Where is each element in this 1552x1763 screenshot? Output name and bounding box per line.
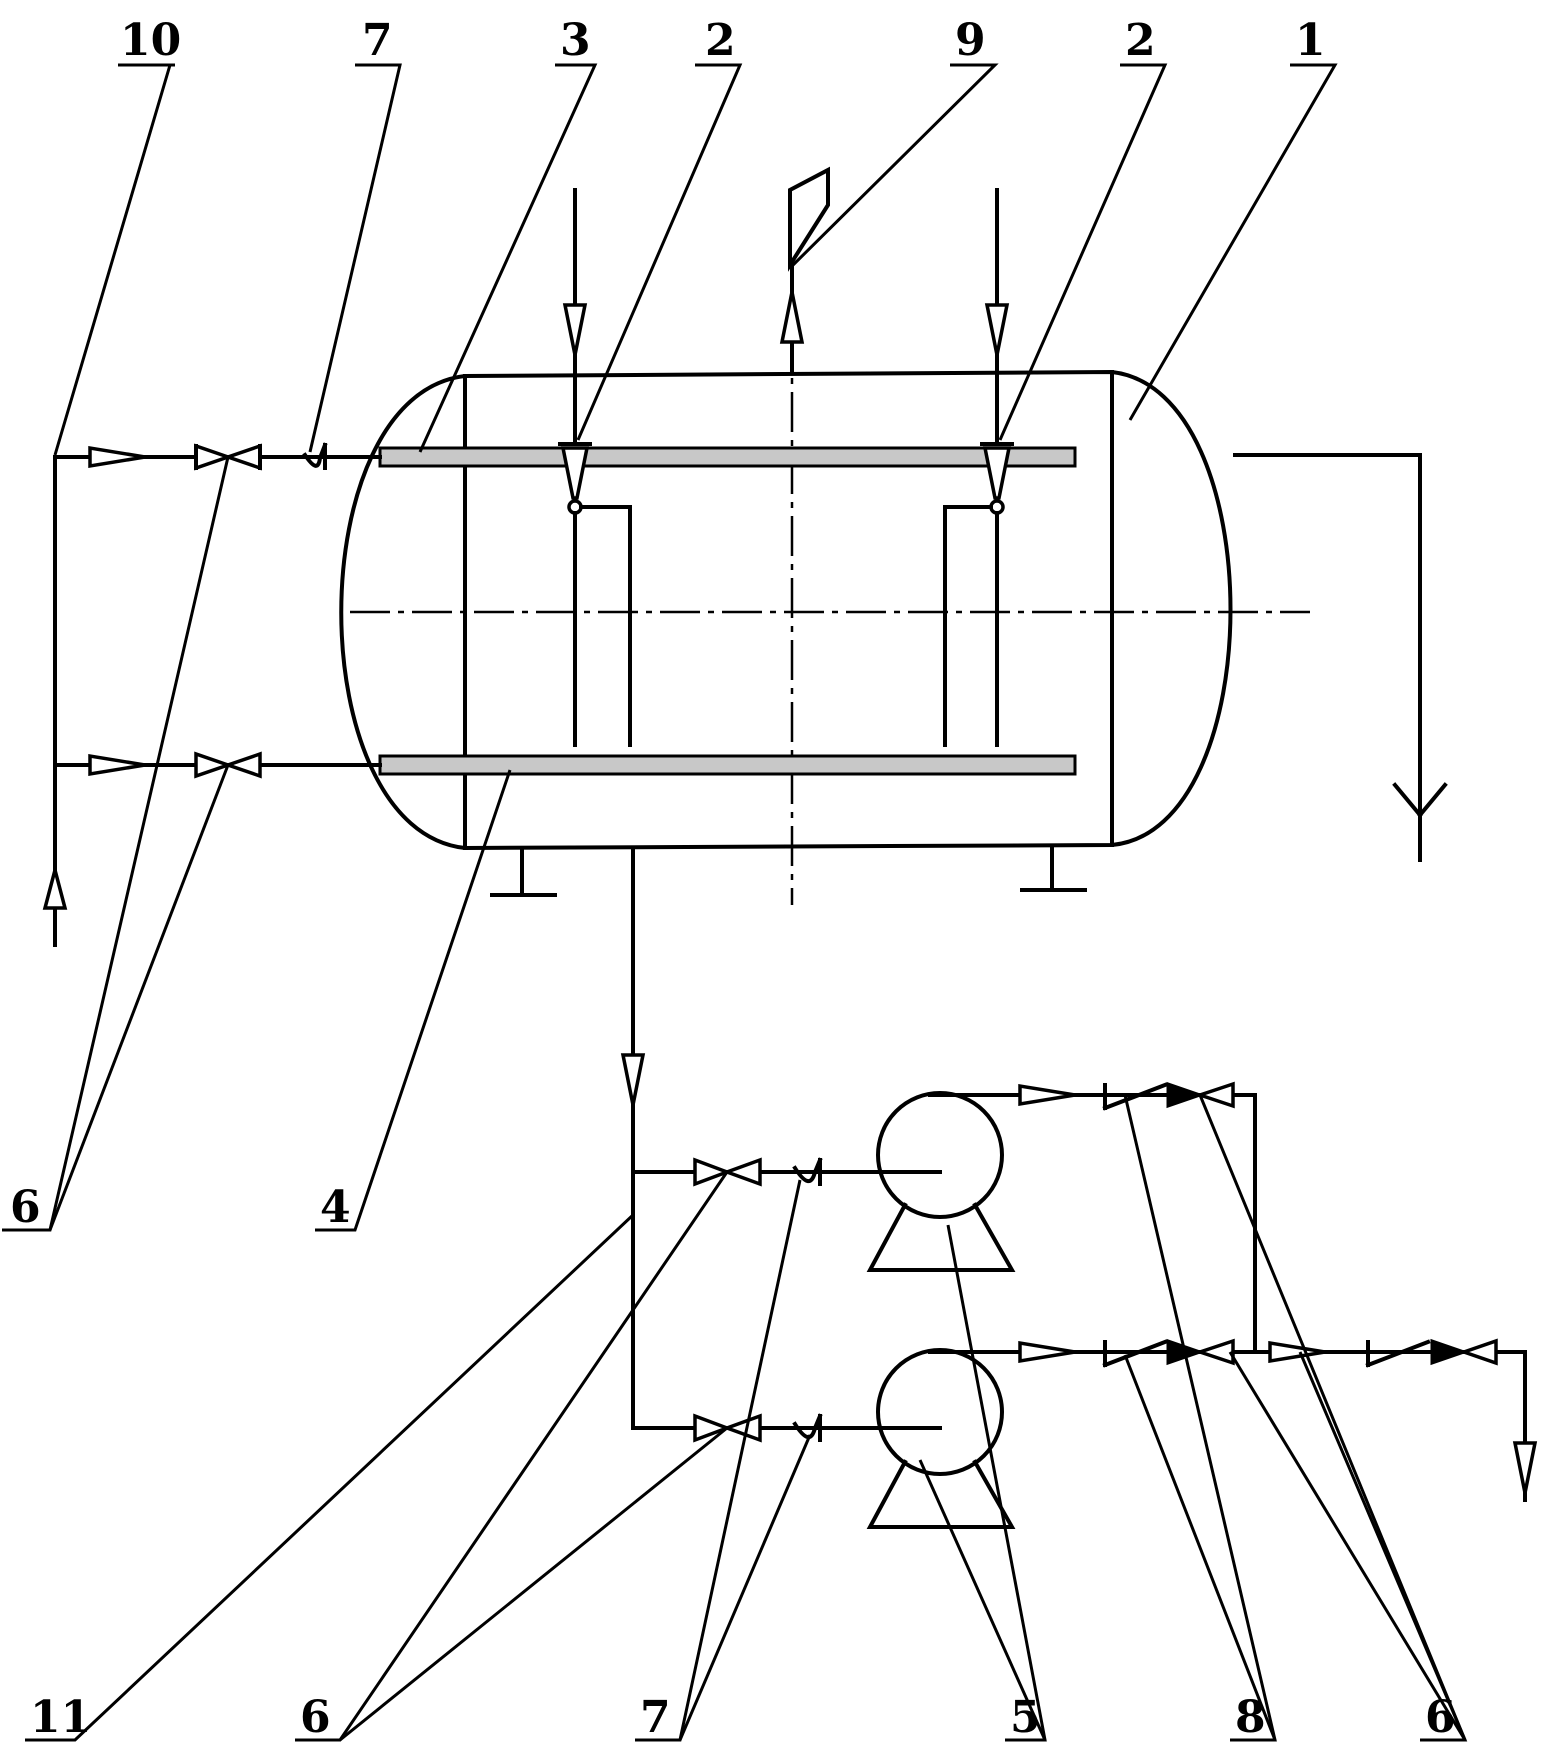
label-6-left: 6 xyxy=(10,1182,41,1233)
label-5: 5 xyxy=(1010,1692,1041,1743)
nozzle-right xyxy=(943,188,1014,747)
discharge-upper xyxy=(1018,1081,1257,1354)
label-4: 4 xyxy=(320,1182,351,1233)
leader-lines xyxy=(5,63,1468,1742)
label-8: 8 xyxy=(1235,1692,1266,1743)
nozzle-left xyxy=(558,188,632,747)
discharge-lower xyxy=(1018,1338,1538,1502)
suction-valve-upper xyxy=(693,1157,823,1187)
label-7-top: 7 xyxy=(362,15,393,66)
pump-lower xyxy=(866,1348,1077,1529)
label-3: 3 xyxy=(560,15,591,66)
vent-outlet xyxy=(779,166,830,374)
pump-upper xyxy=(866,1091,1077,1272)
left-inlet-header xyxy=(42,442,382,947)
label-6-bottom-right: 6 xyxy=(1425,1692,1456,1743)
label-7-bottom: 7 xyxy=(640,1692,671,1743)
bottom-outlet-pipe xyxy=(620,846,942,1430)
upper-distributor-pipe xyxy=(378,446,1077,468)
label-6-bottom-left: 6 xyxy=(300,1692,331,1743)
label-2-left: 2 xyxy=(705,15,736,66)
label-11: 11 xyxy=(30,1692,91,1743)
label-2-right: 2 xyxy=(1125,15,1156,66)
label-10: 10 xyxy=(120,15,181,66)
suction-valve-lower xyxy=(693,1413,823,1443)
label-9: 9 xyxy=(955,15,986,66)
horizontal-tank xyxy=(339,330,1310,905)
lower-distributor-pipe xyxy=(378,754,1077,776)
overflow-outlet xyxy=(1233,453,1448,862)
part-labels: 10 7 3 2 9 2 1 6 4 11 6 7 5 8 6 xyxy=(2,15,1465,1743)
label-1: 1 xyxy=(1295,15,1326,66)
